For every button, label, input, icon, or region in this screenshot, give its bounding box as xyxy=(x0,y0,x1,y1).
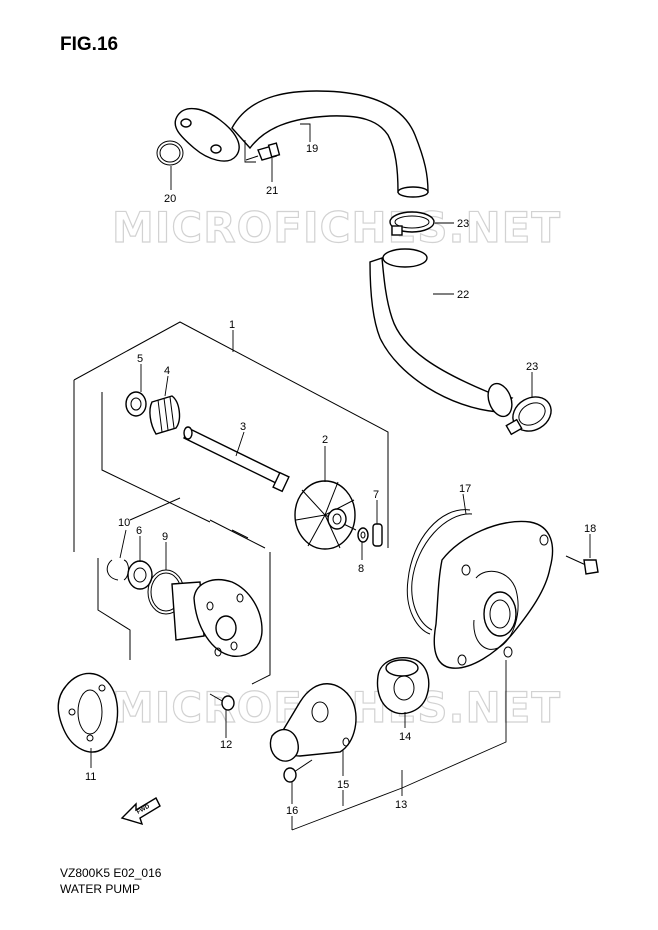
part-16-bolt xyxy=(283,759,313,783)
callout-5: 5 xyxy=(137,353,143,365)
part-4-mechanical-seal xyxy=(149,395,181,435)
watermark-top: MICROFICHES.NET xyxy=(112,203,561,252)
part-19-water-pipe xyxy=(174,90,429,198)
part-8-washer xyxy=(357,527,369,543)
part-23-hose-clamp-upper xyxy=(389,211,435,236)
callout-8: 8 xyxy=(358,563,364,575)
part-7-pin xyxy=(372,523,383,547)
callout-21: 21 xyxy=(266,185,278,197)
figure-label: FIG.16 xyxy=(60,34,119,55)
part-17-gasket xyxy=(406,509,473,635)
callout-10: 10 xyxy=(118,517,130,529)
callout-12: 12 xyxy=(220,739,232,751)
callout-14: 14 xyxy=(399,731,411,743)
callout-6: 6 xyxy=(136,525,142,537)
fwd-arrow-icon: FWD xyxy=(120,797,161,826)
callout-2: 2 xyxy=(322,434,328,446)
part-5-oil-seal xyxy=(125,391,147,417)
water-pump-body xyxy=(171,579,263,657)
section-title: WATER PUMP xyxy=(60,882,140,896)
callout-16: 16 xyxy=(286,805,298,817)
callout-23-upper: 23 xyxy=(457,218,469,230)
kit-frame-lower xyxy=(97,497,266,660)
callout-23-lower: 23 xyxy=(526,361,538,373)
part-12-screw xyxy=(209,693,235,711)
part-3-impeller-shaft xyxy=(183,426,290,493)
callout-13: 13 xyxy=(395,799,407,811)
part-2-impeller xyxy=(294,480,357,550)
part-20-o-ring xyxy=(156,140,184,166)
water-pump-cover xyxy=(433,520,554,669)
callout-19: 19 xyxy=(306,143,318,155)
part-6-bearing xyxy=(127,560,153,590)
part-21-bolt xyxy=(245,142,281,161)
callout-7: 7 xyxy=(373,489,379,501)
callout-22: 22 xyxy=(457,289,469,301)
callout-17: 17 xyxy=(459,483,471,495)
kit-frame-outline xyxy=(73,321,389,685)
callout-4: 4 xyxy=(164,365,170,377)
part-18-bolt xyxy=(565,555,599,575)
callout-9: 9 xyxy=(162,531,168,543)
part-10-circlip xyxy=(106,559,129,581)
callout-18: 18 xyxy=(584,523,596,535)
kit-frame-inner xyxy=(101,392,249,539)
part-15-thermostat-cap xyxy=(269,683,357,762)
model-code: VZ800K5 E02_016 xyxy=(60,866,162,880)
callout-3: 3 xyxy=(240,421,246,433)
part-14-thermostat xyxy=(376,657,430,715)
part-11-gasket xyxy=(57,672,119,753)
callout-20: 20 xyxy=(164,193,176,205)
callout-1: 1 xyxy=(229,319,235,331)
callout-15: 15 xyxy=(337,779,349,791)
part-23-hose-clamp-lower xyxy=(505,396,552,436)
part-22-water-hose xyxy=(369,248,514,418)
callout-11: 11 xyxy=(85,771,96,783)
